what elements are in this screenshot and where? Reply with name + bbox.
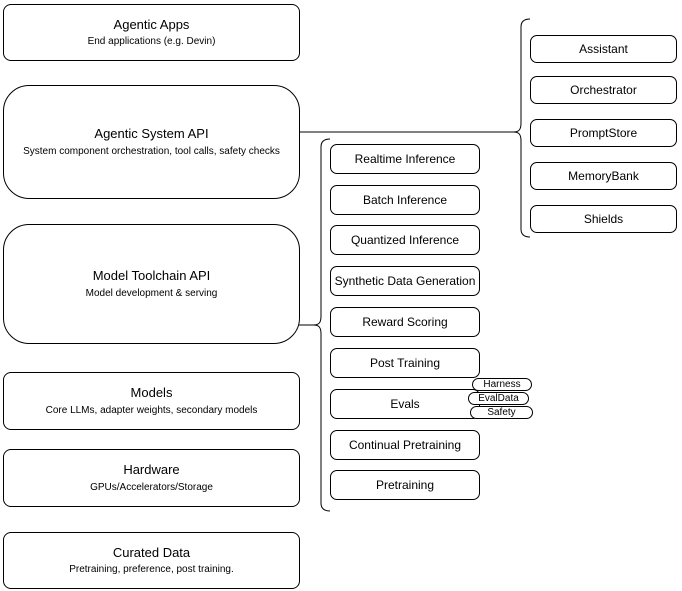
node-label: Post Training	[369, 356, 441, 370]
node-curated-data: Curated Data Pretraining, preference, po…	[3, 532, 300, 589]
node-pretraining: Pretraining	[330, 470, 480, 500]
node-label: Pretraining	[375, 478, 435, 492]
node-promptstore: PromptStore	[530, 119, 677, 147]
node-label: Evals	[390, 397, 420, 411]
tag-label: Safety	[487, 406, 516, 418]
node-models: Models Core LLMs, adapter weights, secon…	[3, 372, 300, 430]
tag-safety: Safety	[470, 406, 533, 419]
tag-label: EvalData	[478, 392, 519, 404]
tag-label: Harness	[483, 378, 521, 390]
node-reward-scoring: Reward Scoring	[330, 307, 480, 337]
node-label: Shields	[583, 212, 624, 226]
node-title: Models	[130, 385, 173, 401]
node-title: Hardware	[123, 462, 180, 478]
node-memorybank: MemoryBank	[530, 162, 677, 190]
node-realtime-inference: Realtime Inference	[330, 144, 480, 174]
node-subtitle: Model development & serving	[85, 287, 218, 299]
node-continual-pretraining: Continual Pretraining	[330, 430, 480, 460]
node-evals: Evals	[330, 389, 480, 419]
toolchain-bracket	[313, 138, 331, 512]
node-assistant: Assistant	[530, 35, 677, 63]
node-label: Assistant	[579, 42, 628, 56]
node-label: MemoryBank	[568, 169, 639, 183]
node-subtitle: System component orchestration, tool cal…	[23, 145, 280, 157]
node-batch-inference: Batch Inference	[330, 185, 480, 215]
node-title: Agentic Apps	[113, 16, 190, 32]
node-label: Batch Inference	[362, 193, 448, 207]
node-label: Realtime Inference	[354, 152, 456, 166]
node-title: Model Toolchain API	[92, 268, 211, 284]
node-agentic-apps: Agentic Apps End applications (e.g. Devi…	[3, 4, 300, 61]
node-agentic-system-api: Agentic System API System component orch…	[3, 85, 300, 199]
node-label: PromptStore	[569, 126, 638, 140]
node-title: Agentic System API	[94, 126, 209, 142]
node-hardware: Hardware GPUs/Accelerators/Storage	[3, 449, 300, 507]
node-label: Reward Scoring	[362, 315, 448, 329]
node-model-toolchain-api: Model Toolchain API Model development & …	[3, 224, 300, 344]
tag-harness: Harness	[472, 378, 532, 391]
node-label: Orchestrator	[570, 83, 637, 97]
node-post-training: Post Training	[330, 348, 480, 378]
system-components-bracket	[513, 18, 531, 238]
node-shields: Shields	[530, 205, 677, 233]
node-subtitle: Pretraining, preference, post training.	[69, 564, 234, 576]
node-label: Synthetic Data Generation	[334, 274, 476, 288]
node-synthetic-data-generation: Synthetic Data Generation	[330, 266, 480, 296]
node-title: Curated Data	[112, 544, 191, 560]
node-quantized-inference: Quantized Inference	[330, 225, 480, 255]
node-label: Continual Pretraining	[348, 438, 462, 452]
node-subtitle: Core LLMs, adapter weights, secondary mo…	[45, 404, 258, 416]
tag-evaldata: EvalData	[468, 392, 529, 405]
node-subtitle: End applications (e.g. Devin)	[87, 36, 216, 48]
node-subtitle: GPUs/Accelerators/Storage	[90, 481, 213, 493]
node-orchestrator: Orchestrator	[530, 76, 677, 104]
node-label: Quantized Inference	[350, 233, 460, 247]
